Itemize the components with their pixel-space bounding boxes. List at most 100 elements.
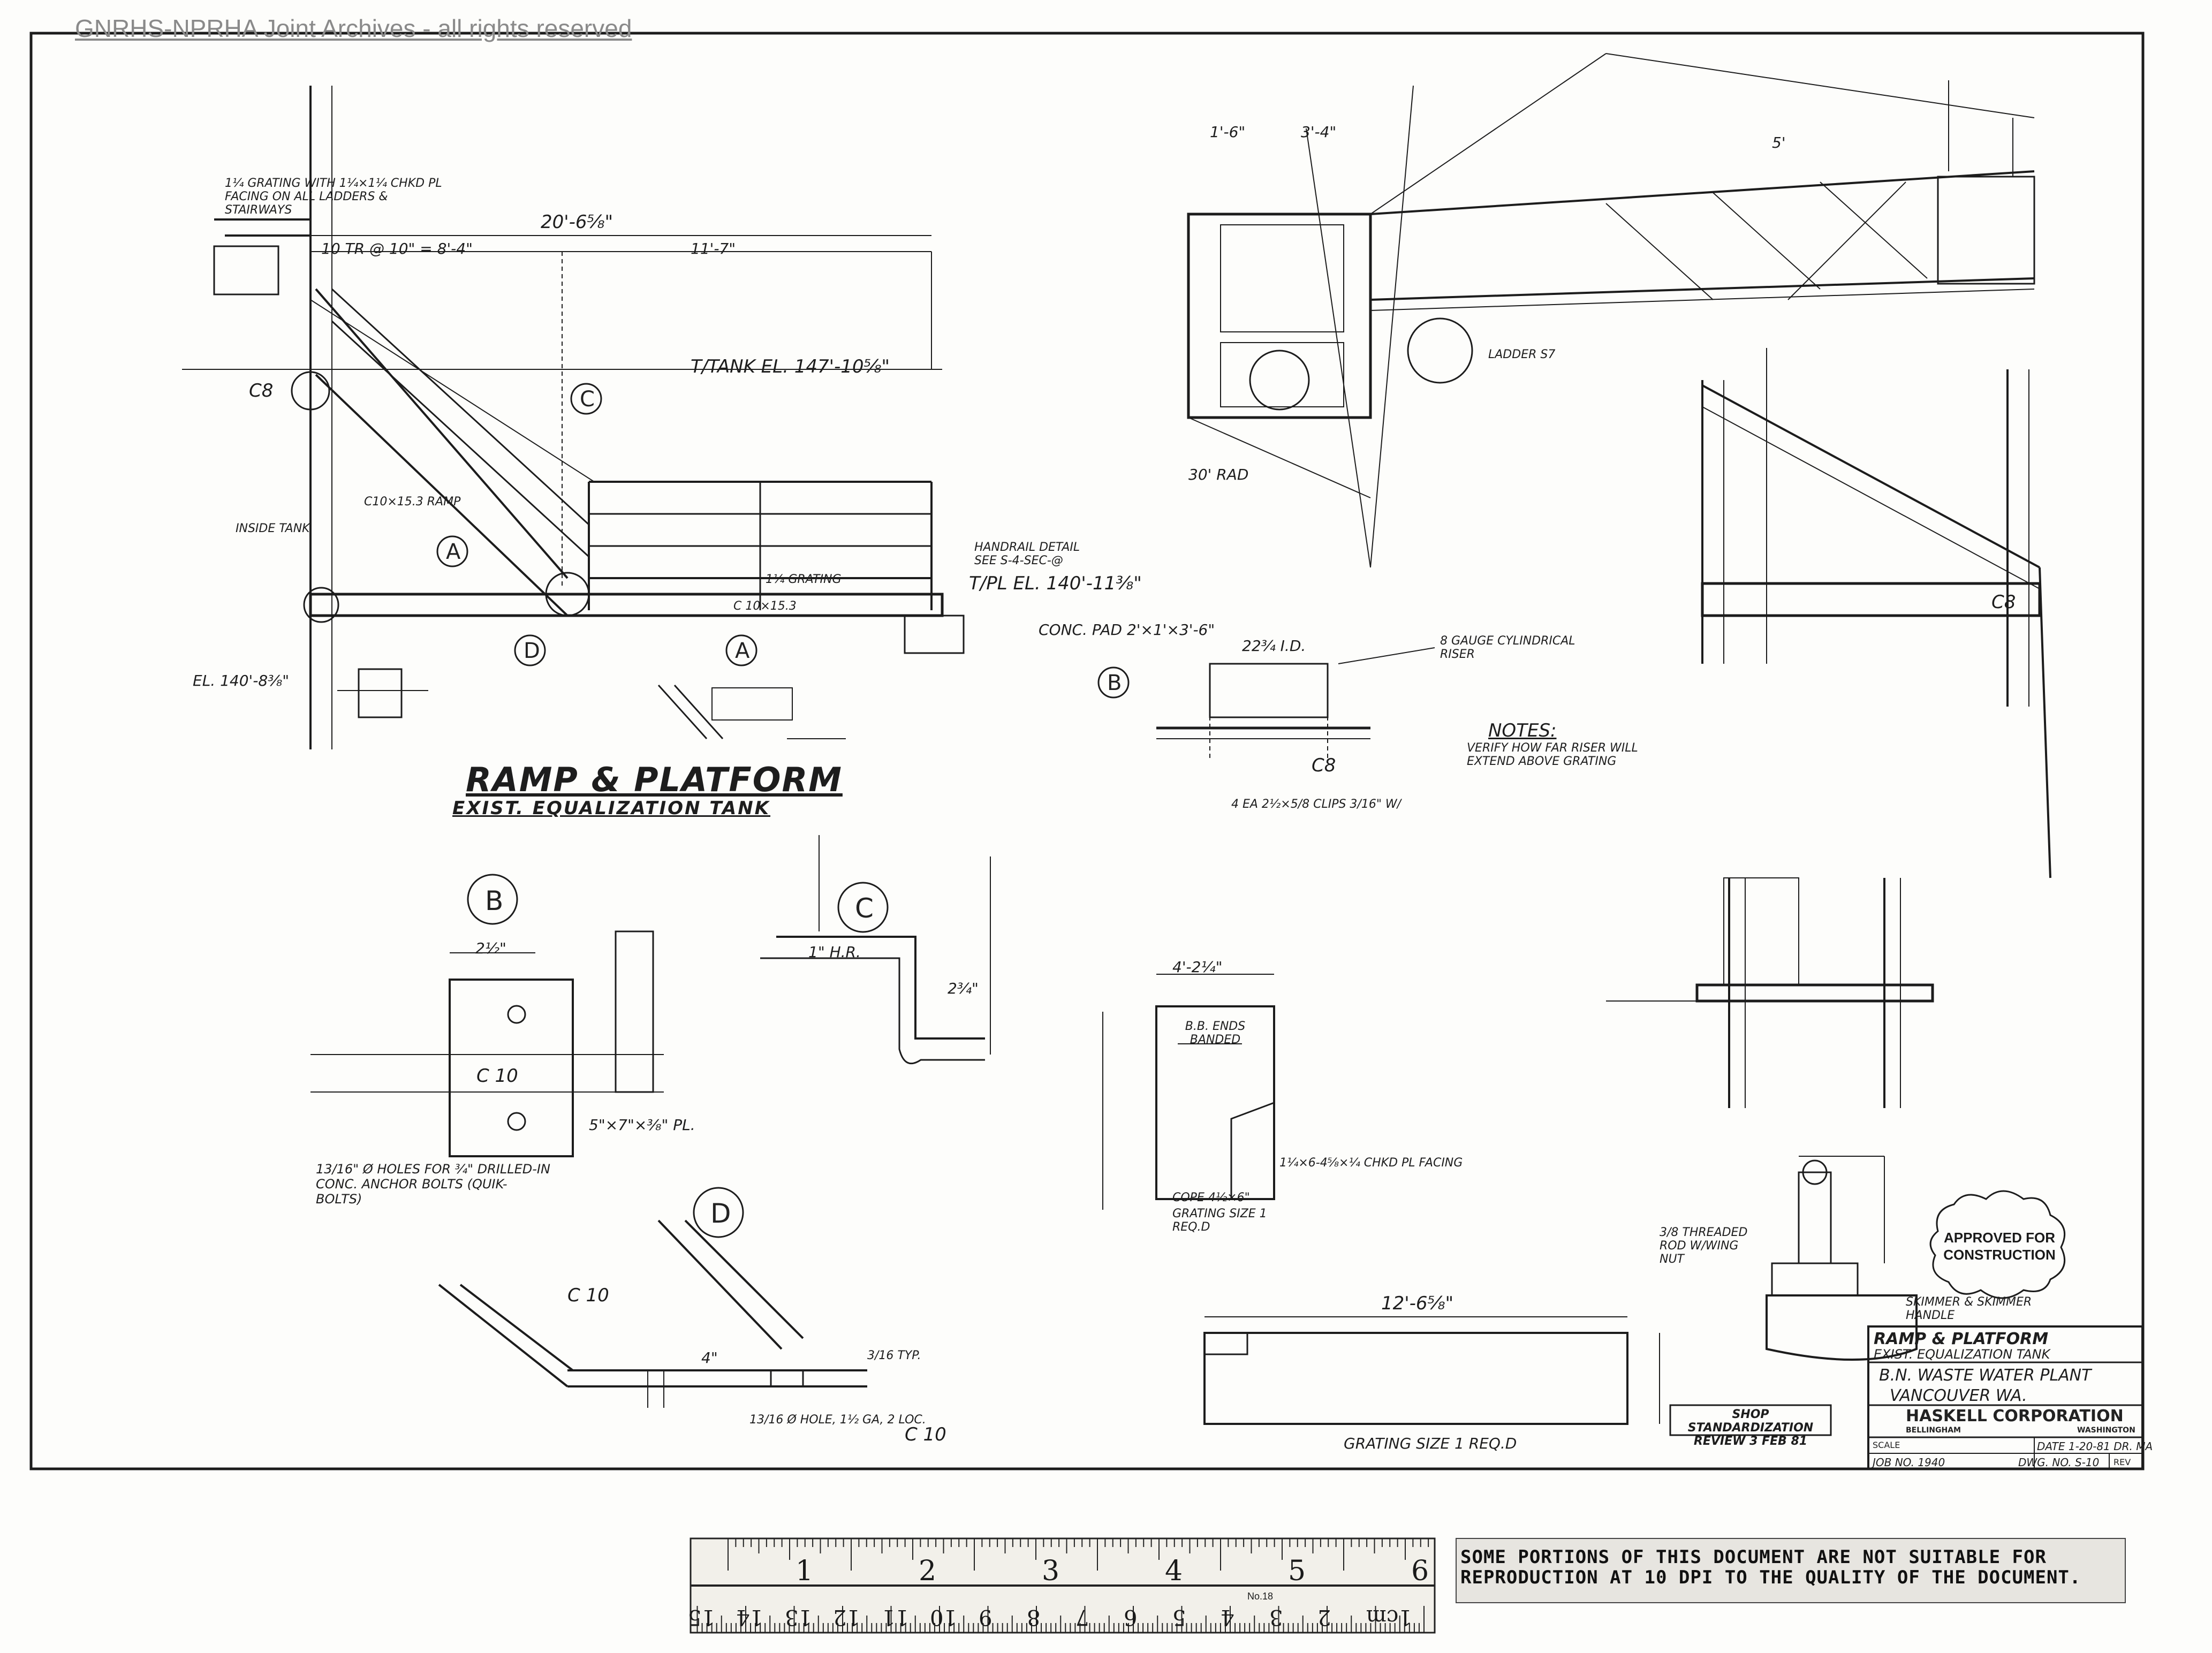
c8-label-main: C8 <box>249 380 274 401</box>
ruler-inch-4: 4 <box>1165 1555 1183 1587</box>
platform-channel-label: C 10×15.3 <box>733 600 797 613</box>
drawing-number: DWG. NO. S-10 <box>2018 1456 2100 1469</box>
detail-d-dim: 4" <box>701 1349 718 1367</box>
ruler-cm-label: 5 <box>1172 1605 1186 1629</box>
ruler-cm-label: 3 <box>1269 1605 1283 1629</box>
detail-b-channel: C 10 <box>476 1065 518 1087</box>
title-block-frame <box>1669 1325 2143 1470</box>
grating2-size: GRATING SIZE 1 REQ.D <box>1344 1435 1517 1452</box>
grating1-cope: COPE 4½×6" <box>1172 1191 1250 1204</box>
ruler-cm-label: 6 <box>1124 1605 1138 1629</box>
callout-a-detail: A <box>735 639 750 663</box>
c8-label-right: C8 <box>1991 592 2016 613</box>
ruler-cm-label: 10 <box>930 1605 957 1629</box>
dim-3-4-label: 3'-4" <box>1301 123 1337 141</box>
sheet-border <box>29 32 2145 1470</box>
ruler-inch-3: 3 <box>1042 1555 1060 1587</box>
ruler <box>690 1537 1436 1634</box>
ruler-inch-1: 1 <box>796 1555 814 1587</box>
ruler-cm-label: 12 <box>833 1605 860 1629</box>
ruler-inch-5: 5 <box>1288 1555 1306 1587</box>
approved-stamp: APPROVED FOR CONSTRUCTION <box>1943 1230 2056 1263</box>
approved-cloud <box>1929 1190 2066 1299</box>
archive-watermark: GNRHS-NPRHA Joint Archives - all rights … <box>75 14 632 42</box>
dim-1-6-label: 1'-6" <box>1210 123 1246 141</box>
ruler-model: No.18 <box>1247 1591 1274 1602</box>
ruler-inch-2: 2 <box>919 1555 937 1587</box>
callout-d-ramp: D <box>524 639 540 663</box>
detail-c-label: C <box>855 893 874 924</box>
detail-c-hr: 1" H.R. <box>808 943 861 961</box>
detail-d-label: D <box>710 1198 731 1229</box>
detail-b <box>310 874 664 1157</box>
date-label: DATE 1-20-81 DR. MA <box>2037 1440 2153 1453</box>
detail-c-dim: 2¾" <box>948 980 979 997</box>
ruler-cm-label: 13 <box>784 1605 812 1629</box>
ramp-platform-elevation <box>182 86 1130 749</box>
platform-frame-section <box>1606 877 1934 1108</box>
grating1-size: GRATING SIZE 1 REQ.D <box>1172 1207 1267 1234</box>
title-block-line3: B.N. WASTE WATER PLANT <box>1879 1366 2092 1385</box>
dim-tread: 10 TR @ 10" = 8'-4" <box>321 240 473 257</box>
handrail-detail-note: HANDRAIL DETAIL SEE S-4-SEC-@ <box>974 541 1080 567</box>
detail-d-holes: 13/16 Ø HOLE, 1½ GA, 2 LOC. <box>749 1413 926 1427</box>
ruler-cm-label: 9 <box>978 1605 992 1629</box>
ruler-ticks <box>696 1538 1429 1633</box>
sheet-subtitle: EXIST. EQUALIZATION TANK <box>452 798 771 819</box>
grating1-facing: 1¼×6-4⅝×¼ CHKD PL FACING <box>1279 1156 1463 1170</box>
title-block-line4: VANCOUVER WA. <box>1890 1386 2027 1405</box>
detail-c <box>760 835 991 1065</box>
conc-pad-label: CONC. PAD 2'×1'×3'-6" <box>1039 621 1215 639</box>
ruler-cm-label: 2 <box>1317 1605 1331 1629</box>
company-name: HASKELL CORPORATION <box>1906 1407 2124 1425</box>
ruler-cm-label: 11 <box>881 1605 909 1629</box>
grating-detail-2 <box>1203 1316 1660 1425</box>
shop-review-stamp: SHOP STANDARDIZATION REVIEW 3 FEB 81 <box>1687 1408 1814 1448</box>
company-city: BELLINGHAM <box>1906 1426 1961 1435</box>
detail-d-weld: 3/16 TYP. <box>867 1349 921 1362</box>
skimmer-detail <box>1766 1156 1918 1361</box>
platform-elevation: T/PL EL. 140'-11⅜" <box>969 573 1142 594</box>
riser-id-dim: 22¾ I.D. <box>1242 637 1306 655</box>
grating-label: 1¼ GRATING <box>766 573 842 586</box>
archive-notice: SOME PORTIONS OF THIS DOCUMENT ARE NOT S… <box>1460 1546 2081 1588</box>
grating-detail-1 <box>1102 974 1275 1210</box>
c8-label-riser: C8 <box>1312 755 1336 776</box>
tank-elevation: T/TANK EL. 147'-10⅝" <box>691 356 890 377</box>
sheet-title: RAMP & PLATFORM <box>466 760 843 799</box>
ruler-cm-label: 14 <box>736 1605 763 1629</box>
grating1-width: 4'-2¼" <box>1172 958 1223 976</box>
skimmer-label: SKIMMER & SKIMMER HANDLE <box>1906 1295 2032 1322</box>
callout-a-ramp: A <box>446 540 461 564</box>
clips-label: 4 EA 2½×5/8 CLIPS 3/16" W/ <box>1231 798 1402 811</box>
ruler-cm-label: 7 <box>1075 1605 1089 1629</box>
detail-d <box>438 1187 867 1408</box>
dim-platform: 11'-7" <box>691 240 736 257</box>
callout-c-ramp: C <box>580 387 595 412</box>
threaded-rod-label: 3/8 THREADED ROD W/WING NUT <box>1660 1226 1748 1266</box>
ruler-cm-label: 1cm <box>1366 1605 1412 1629</box>
dim-5-label: 5' <box>1772 134 1786 151</box>
notes-body: VERIFY HOW FAR RISER WILL EXTEND ABOVE G… <box>1467 741 1638 768</box>
grating-note: 1¼ GRATING WITH 1¼×1¼ CHKD PL FACING ON … <box>225 177 442 217</box>
detail-d-channel-bottom: C 10 <box>905 1424 946 1445</box>
company-state: WASHINGTON <box>2077 1426 2135 1435</box>
ladder-label: LADDER S7 <box>1488 348 1556 361</box>
detail-d-channel-top: C 10 <box>567 1285 609 1306</box>
callout-b-ramp: B <box>1107 671 1122 695</box>
grating2-length: 12'-6⅝" <box>1381 1293 1454 1314</box>
dim-overall: 20'-6⅝" <box>541 211 613 233</box>
revision-label: REV <box>2113 1457 2131 1467</box>
archive-notice-band <box>1456 1538 2126 1603</box>
top-right-section <box>1187 53 2035 568</box>
anchor-bolt-note: 13/16" Ø HOLES FOR ¾" DRILLED-IN CONC. A… <box>316 1162 550 1207</box>
notes-heading: NOTES: <box>1488 720 1557 741</box>
ruler-cm-label: 15 <box>687 1605 715 1629</box>
grating1-bb: B.B. ENDS BANDED <box>1185 1020 1246 1047</box>
detail-b-plate: 5"×7"×⅜" PL. <box>589 1116 695 1134</box>
inside-tank-label: INSIDE TANK <box>236 522 310 535</box>
riser-detail <box>1156 647 1435 760</box>
ruler-cm-label: 4 <box>1221 1605 1234 1629</box>
